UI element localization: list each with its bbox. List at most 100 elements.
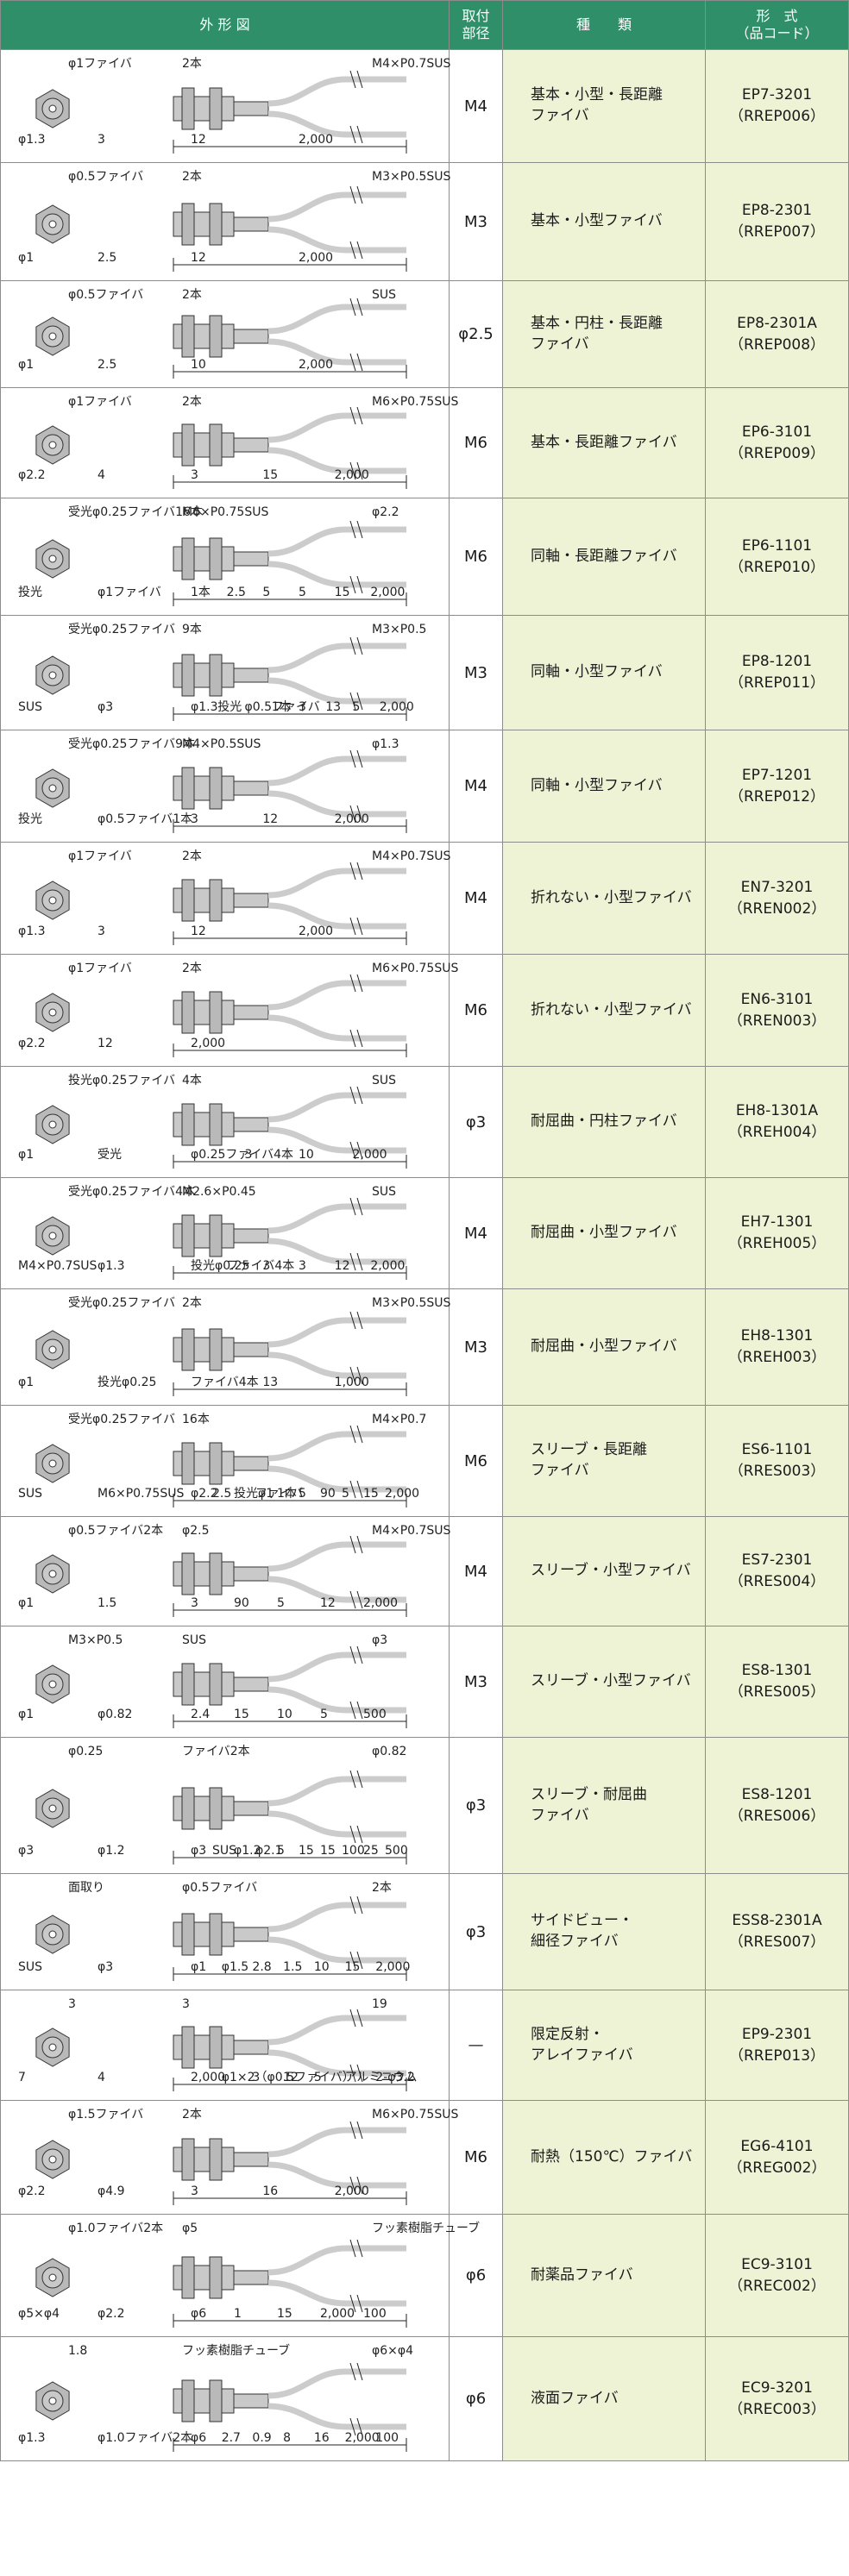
dimension-label: φ1.0ファイバ2本	[97, 2431, 192, 2445]
dimension-label: 2本	[182, 849, 202, 863]
model-code: ES6-1101（RRES003）	[705, 1405, 849, 1517]
dimension-label: φ0.5ファイバ	[68, 170, 143, 184]
dimension-label: φ2.2	[18, 2184, 46, 2198]
fiber-kind: 同軸・小型ファイバ	[502, 730, 706, 843]
nut-shape	[209, 1103, 223, 1146]
mount-diameter: M6	[449, 498, 503, 616]
dimension-label: 5	[320, 1708, 328, 1721]
dimension-label: SUS	[372, 1074, 396, 1087]
dimension-label: 3	[245, 1148, 253, 1162]
fiber-kind: スリーブ・耐屈曲ファイバ	[502, 1737, 706, 1874]
mount-diameter: M3	[449, 1288, 503, 1406]
model-number: EH8-1301A	[735, 1102, 819, 1120]
dimension-label: 2,000	[335, 2184, 369, 2198]
dimension-label: φ0.25	[68, 1745, 103, 1758]
nut-shape	[209, 2256, 223, 2299]
nut-shape	[209, 2379, 223, 2422]
dimension-label: φ6	[191, 2307, 206, 2321]
mount-diameter: M4	[449, 1516, 503, 1626]
dimension-label: 2.7	[222, 2431, 241, 2445]
dimension-label: φ2.5	[182, 1524, 210, 1538]
dimension-label: 15	[335, 586, 350, 599]
dimension-label: 投光	[217, 700, 242, 714]
dimension-label: 9本	[182, 623, 202, 636]
product-code: （RRES005）	[728, 1683, 826, 1701]
mount-diameter: M3	[449, 615, 503, 730]
model-number: EC9-3201	[741, 2379, 813, 2397]
model-code: EP7-1201（RREP012）	[705, 730, 849, 843]
model-number: ES8-1201	[741, 1785, 813, 1803]
dimension-label: 2,000	[370, 1259, 405, 1273]
dimension-label: ファイバ4本	[191, 1376, 259, 1389]
dimension-label: 500	[363, 1708, 387, 1721]
product-code: （RREH004）	[727, 1124, 827, 1141]
nut-shape	[209, 2138, 223, 2181]
dimension-label: φ1.2	[234, 1844, 261, 1858]
dimension-label: φ3	[372, 1633, 387, 1647]
dimension-label: 2,000	[380, 700, 414, 714]
dimension-label: φ1	[18, 1708, 34, 1721]
nut-shape	[209, 1663, 223, 1706]
dimension-label: 15	[363, 1487, 379, 1501]
fiber-kind: 基本・小型ファイバ	[502, 162, 706, 281]
dimension-label: 2.4	[191, 1708, 210, 1721]
dimension-label: 2本	[182, 1296, 202, 1310]
dimension-label: 2本	[372, 1881, 392, 1895]
dimension-label: 投光φ0.25	[191, 1259, 249, 1273]
product-code: （RRES006）	[728, 1807, 826, 1825]
dimension-label: 12	[191, 251, 206, 265]
mount-diameter: φ3	[449, 1066, 503, 1178]
header-figure: 外 形 図	[0, 0, 450, 50]
dimension-label: 16	[262, 2184, 278, 2198]
dimension-label: φ0.5ファイバ	[182, 1881, 257, 1895]
dimension-label: M6×P0.75SUS	[372, 2108, 458, 2122]
dimension-label: 投光	[18, 812, 42, 826]
dimension-label: 投光φ0.25	[97, 1376, 156, 1389]
model-number: EN6-3101	[740, 990, 814, 1008]
fiber-kind: 基本・円柱・長距離ファイバ	[502, 280, 706, 388]
dimension-label: 2本	[182, 288, 202, 302]
mount-diameter: M6	[449, 2100, 503, 2215]
nut-shape	[209, 423, 223, 467]
dimension-label: 2.5	[97, 251, 116, 265]
dimension-label: 90	[320, 1487, 336, 1501]
mount-diameter: M4	[449, 49, 503, 163]
dimension-label: 1.5	[283, 1960, 302, 1974]
dimension-label: φ0.82	[97, 1708, 132, 1721]
fiber-kind: スリーブ・長距離ファイバ	[502, 1405, 706, 1517]
dimension-label: φ1	[18, 358, 34, 372]
dimension-label: φ2.2	[191, 1487, 218, 1501]
nut-shape	[181, 1442, 195, 1485]
model-number: EH7-1301	[740, 1213, 814, 1232]
dimension-label: 投光φ1	[234, 1487, 274, 1501]
model-number: EP7-3201	[741, 86, 813, 104]
product-code: （RREP007）	[728, 223, 826, 241]
product-code: （RRES007）	[728, 1934, 826, 1951]
fiber-kind: 折れない・小型ファイバ	[502, 842, 706, 955]
dimension-label: 1.5	[97, 1596, 116, 1610]
dimension-label: φ1.3	[372, 737, 399, 751]
header-model: 形 式（品コード）	[705, 0, 849, 50]
dimension-label: 10	[277, 1708, 292, 1721]
nut-shape	[209, 203, 223, 246]
mount-diameter: φ3	[449, 1737, 503, 1874]
product-code: （RREC002）	[728, 2277, 826, 2295]
mount-diameter: M4	[449, 842, 503, 955]
dimension-label: 受光φ0.25ファイバ16本	[68, 505, 203, 519]
model-code: EP8-2301A（RREP008）	[705, 280, 849, 388]
product-code: （RREP009）	[728, 444, 826, 462]
dimension-label: 3	[191, 1596, 198, 1610]
